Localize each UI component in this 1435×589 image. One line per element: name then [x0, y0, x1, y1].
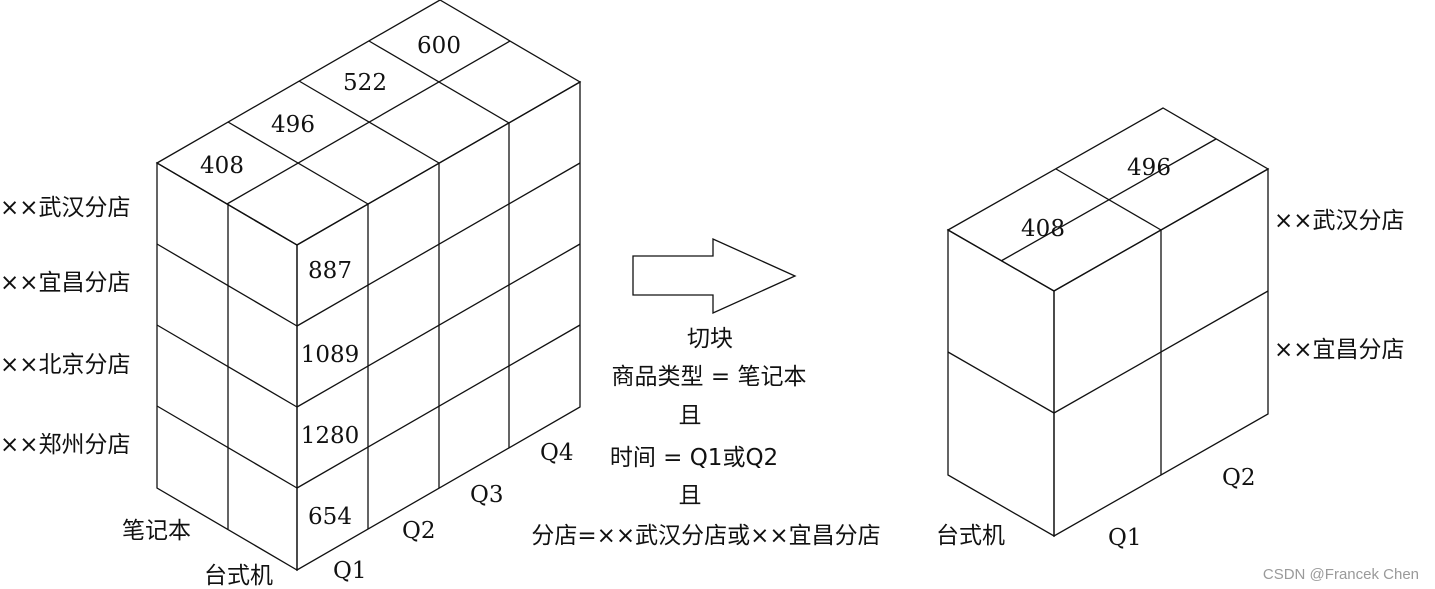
right-top-value-1: 408 — [1021, 216, 1065, 242]
right-cube-front-face — [1053, 167, 1269, 538]
right-cube-top-face — [946, 107, 1270, 292]
left-product-label-2: 台式机 — [204, 563, 273, 589]
left-branch-label-4: ××郑州分店 — [0, 432, 131, 458]
right-arrow-icon — [632, 237, 797, 315]
right-quarter-label-2: Q2 — [1222, 465, 1256, 491]
left-cube-left-face — [156, 161, 298, 572]
left-front-value-2: 1089 — [301, 342, 360, 368]
right-branch-label-1: ××武汉分店 — [1274, 208, 1405, 234]
right-product-label: 台式机 — [936, 523, 1005, 549]
right-top-value-2: 496 — [1127, 155, 1171, 181]
left-branch-label-2: ××宜昌分店 — [0, 270, 131, 296]
left-branch-label-3: ××北京分店 — [0, 352, 131, 378]
left-top-value-3: 522 — [343, 70, 387, 96]
left-quarter-label-4: Q4 — [540, 440, 574, 466]
left-quarter-label-1: Q1 — [333, 558, 367, 584]
condition-product-type: 商品类型 = 笔记本 — [612, 364, 807, 390]
left-front-value-4: 654 — [308, 504, 352, 530]
right-cube-left-face — [947, 228, 1055, 538]
left-top-value-2: 496 — [271, 112, 315, 138]
left-cube-front-face — [296, 80, 581, 572]
condition-branch: 分店=××武汉分店或××宜昌分店 — [531, 523, 880, 549]
and-connector-2: 且 — [679, 483, 702, 509]
left-quarter-label-3: Q3 — [470, 482, 504, 508]
left-front-value-1: 887 — [308, 258, 352, 284]
operation-name: 切块 — [687, 326, 733, 352]
left-top-value-4: 600 — [417, 33, 461, 59]
left-cube: 408 496 522 600 887 1089 1280 654 ××武汉分店… — [0, 0, 582, 589]
right-branch-label-2: ××宜昌分店 — [1274, 337, 1405, 363]
left-product-label-1: 笔记本 — [122, 518, 191, 544]
condition-time: 时间 = Q1或Q2 — [610, 445, 778, 471]
left-branch-label-1: ××武汉分店 — [0, 195, 131, 221]
watermark: CSDN @Francek Chen — [1263, 566, 1419, 583]
left-quarter-label-2: Q2 — [402, 518, 436, 544]
left-top-value-1: 408 — [200, 153, 244, 179]
left-front-value-3: 1280 — [301, 423, 360, 449]
operation-description: 切块 商品类型 = 笔记本 且 时间 = Q1或Q2 且 分店=××武汉分店或×… — [531, 326, 880, 549]
right-cube: 408 496 ××武汉分店 ××宜昌分店 台式机 Q1 Q2 — [936, 107, 1405, 551]
right-quarter-label-1: Q1 — [1108, 525, 1142, 551]
and-connector-1: 且 — [679, 403, 702, 429]
